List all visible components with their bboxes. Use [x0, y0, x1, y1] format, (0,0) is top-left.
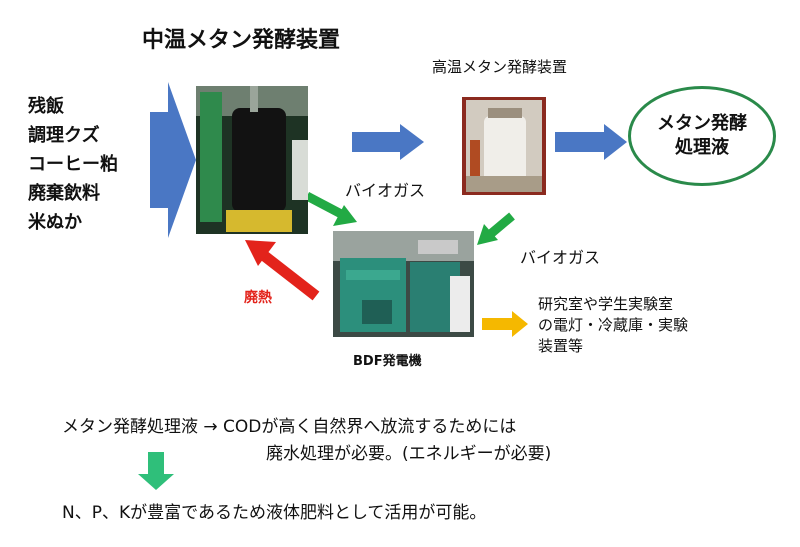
input-item: 廃棄飲料	[28, 183, 100, 204]
input-arrow	[150, 82, 196, 238]
biogas-left-arrow	[304, 192, 357, 226]
waste-heat-arrow	[245, 240, 320, 301]
power-use-line: 装置等	[538, 337, 584, 355]
fertilizer-down-arrow	[138, 452, 174, 490]
biogas-right-arrow	[477, 212, 515, 245]
bdf-generator-photo	[333, 231, 474, 337]
output-ellipse: メタン発酵 処理液	[628, 86, 776, 186]
power-use-text: 研究室や学生実験室 の電灯・冷蔵庫・実験 装置等	[538, 294, 688, 357]
bdf-generator-label: BDF発電機	[353, 354, 422, 369]
meso-to-thermo-arrow	[352, 124, 424, 160]
mesophilic-digester-photo	[196, 86, 308, 234]
power-arrow	[482, 311, 528, 337]
waste-heat-label: 廃熱	[244, 290, 272, 306]
input-item: 調理クズ	[28, 125, 100, 146]
output-ellipse-line: 処理液	[675, 137, 729, 158]
biogas-left-label: バイオガス	[345, 181, 426, 200]
bottom-text-line2: 廃水処理が必要。(エネルギーが必要)	[266, 444, 552, 464]
power-use-line: の電灯・冷蔵庫・実験	[538, 316, 689, 334]
thermophilic-title: 高温メタン発酵装置	[432, 58, 568, 76]
input-item: 米ぬか	[28, 212, 82, 233]
input-item: 残飯	[28, 96, 64, 117]
bottom-text-line1: メタン発酵処理液 → CODが高く自然界へ放流するためには	[62, 417, 517, 437]
output-ellipse-line: メタン発酵	[657, 113, 747, 134]
biogas-right-label: バイオガス	[520, 248, 601, 267]
thermo-to-output-arrow	[555, 124, 627, 160]
mesophilic-title: 中温メタン発酵装置	[142, 28, 341, 53]
input-list: 残飯 調理クズ コーヒー粕 廃棄飲料 米ぬか	[28, 92, 118, 237]
thermophilic-digester-photo	[462, 97, 546, 195]
input-item: コーヒー粕	[28, 154, 118, 175]
bottom-text-line3: N、P、Kが豊富であるため液体肥料として活用が可能。	[62, 503, 487, 523]
power-use-line: 研究室や学生実験室	[538, 295, 674, 313]
